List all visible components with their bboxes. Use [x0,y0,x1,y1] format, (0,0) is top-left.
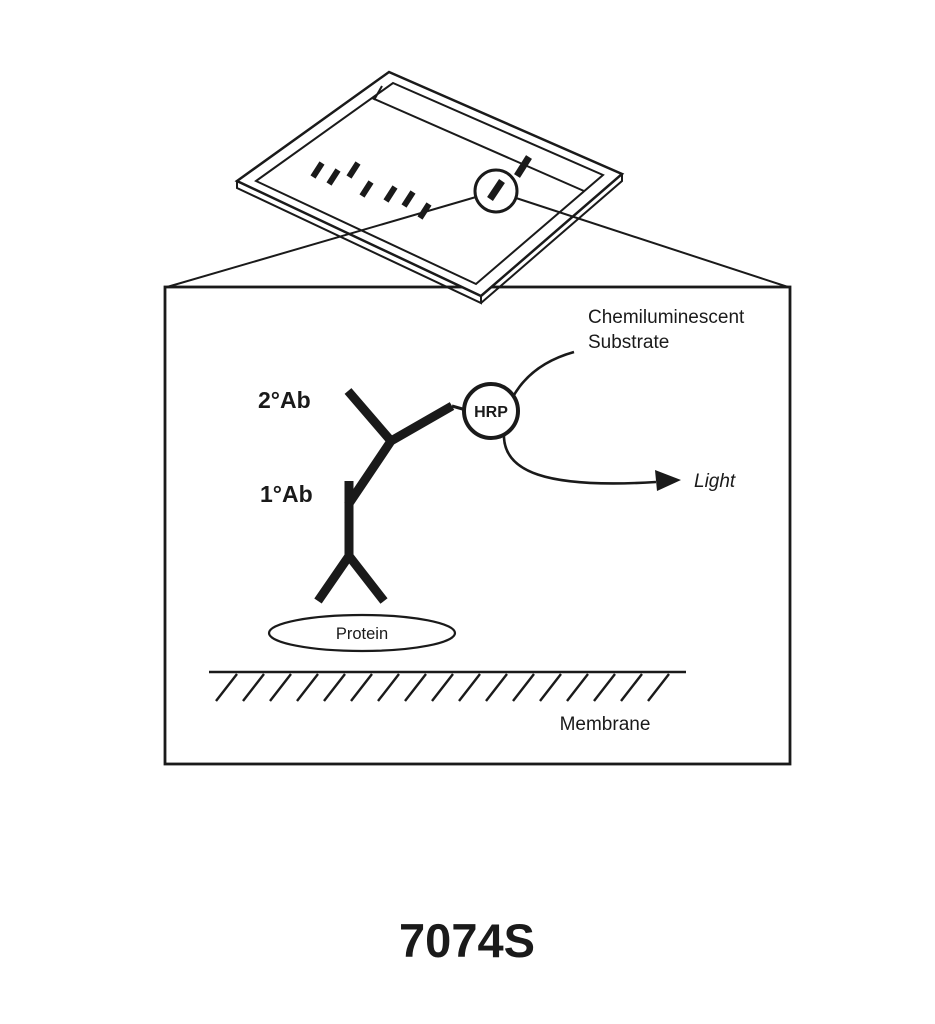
film-band-circled [487,179,505,201]
hrp-label: HRP [474,404,508,421]
zoom-line-right [515,197,789,288]
detail-box [163,285,792,766]
protein-ellipse [267,613,457,653]
protein: Protein [267,613,457,653]
film-bands [310,161,432,220]
substrate-label: Chemiluminescent Substrate [588,307,745,353]
film-thickness-left [236,181,482,305]
secondary-antibody-label: 2°Ab [258,387,311,413]
secondary-antibody-shape [344,388,467,508]
blot-film [234,70,625,305]
film-thickness-right [480,174,623,304]
secondary-antibody-arms [344,388,455,508]
film-top-strip-line [371,97,585,192]
membrane-label: Membrane [560,714,651,735]
substrate-label-line2: Substrate [588,332,669,353]
primary-antibody-shape [314,481,388,604]
light-label: Light [694,471,736,492]
zoom-circle [473,168,519,214]
membrane: Membrane [209,670,686,735]
reaction-arrow [502,350,681,491]
primary-antibody-label: 1°Ab [260,481,313,507]
film-inner-border [254,81,605,286]
membrane-hatching [215,673,670,702]
catalog-number: 7074S [399,914,535,967]
zoom-line-left [166,196,477,288]
reaction-arrow-curve [502,350,657,485]
substrate-label-line1: Chemiluminescent [588,307,745,328]
protein-label: Protein [336,625,388,643]
film-band-right [514,155,532,178]
reaction-arrowhead [655,470,681,491]
hrp-circle [462,382,520,440]
film-top-tick [373,85,383,101]
hrp-enzyme: HRP [462,382,520,440]
